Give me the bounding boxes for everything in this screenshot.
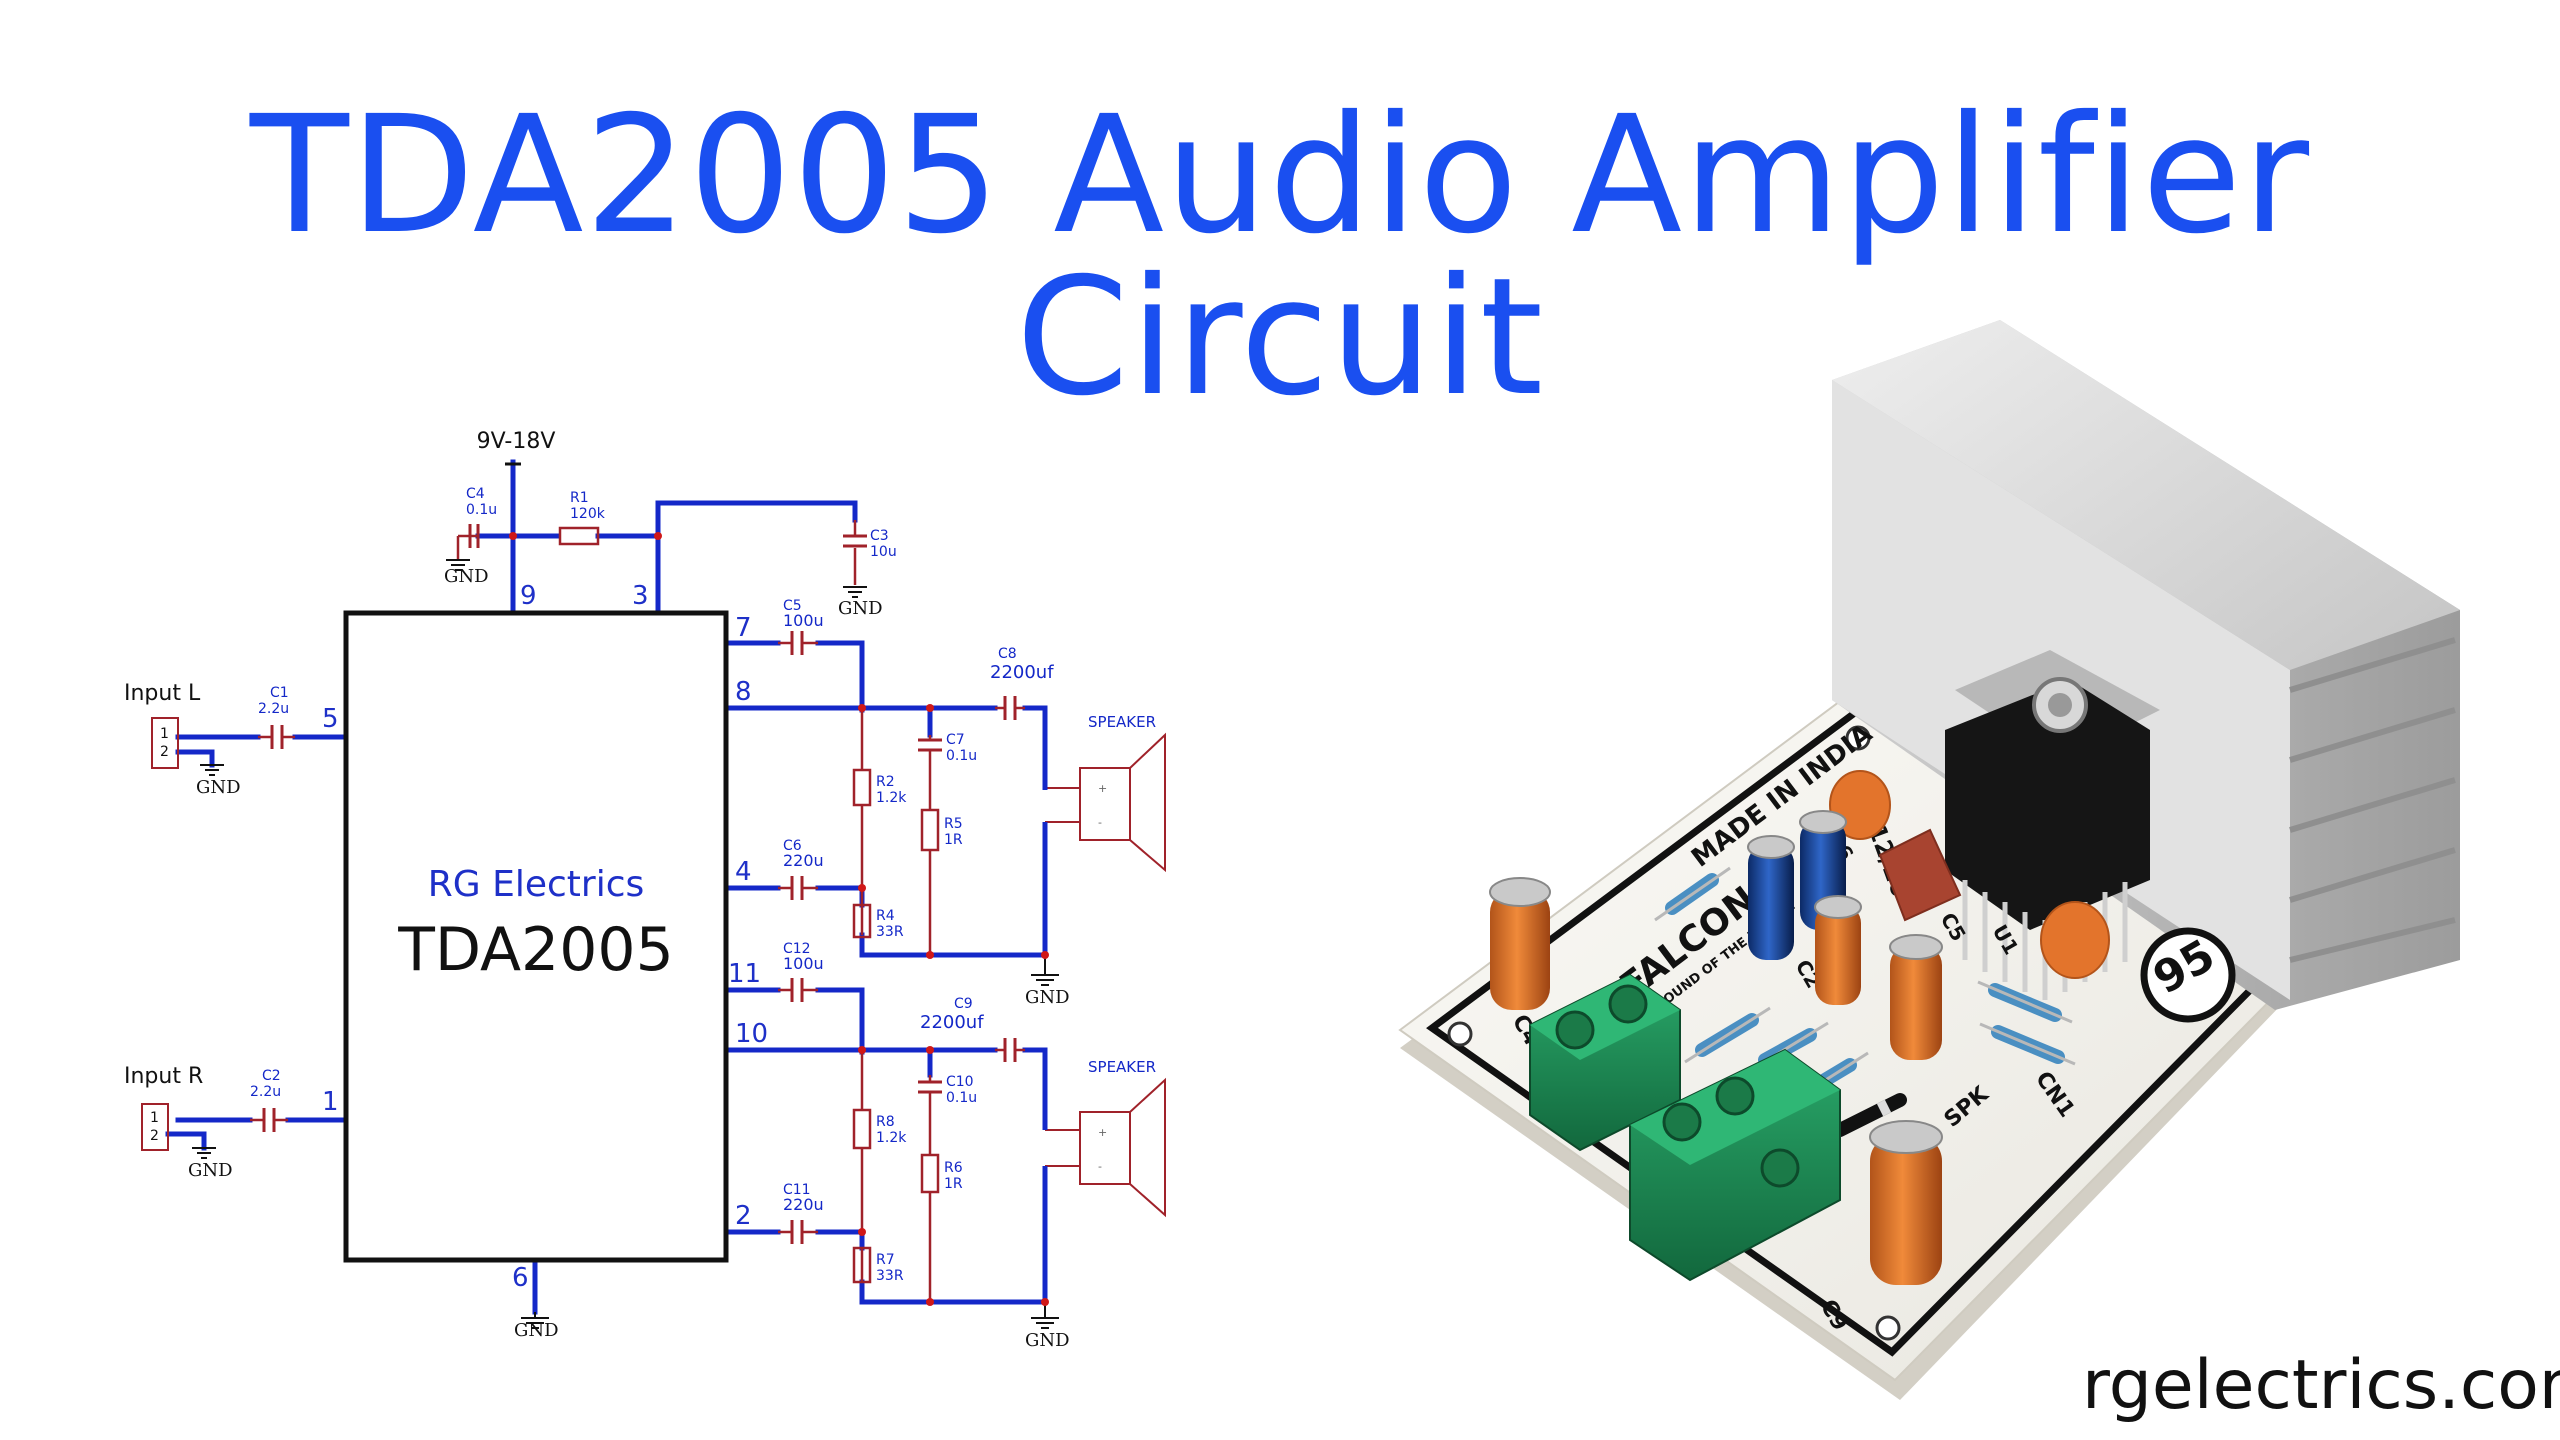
c9-ref: C9	[954, 996, 973, 1012]
r8	[852, 1108, 872, 1150]
pin-6: 6	[512, 1263, 529, 1293]
ic-name: TDA2005	[397, 915, 674, 985]
c10-value: 0.1u	[946, 1090, 977, 1106]
input-l-pin2: 2	[160, 744, 169, 760]
c3-ref: C3	[870, 528, 889, 544]
pin-5: 5	[322, 704, 339, 734]
r1-ref: R1	[570, 490, 589, 506]
ceramic-cap-2	[2040, 901, 2110, 979]
schematic-diagram: RG Electrics TDA2005 9 3 7 8 4 11 10 2 5…	[124, 429, 1166, 1351]
c5-ref: C5	[783, 598, 802, 614]
speaker-top	[1045, 732, 1166, 873]
c3-value: 10u	[870, 544, 897, 560]
speaker-bottom-label: SPEAKER	[1088, 1058, 1156, 1076]
c12-value: 100u	[783, 954, 824, 973]
gnd-top-speaker: GND	[1025, 987, 1070, 1008]
speaker-bottom-plus: +	[1098, 1126, 1107, 1139]
r6-ref: R6	[944, 1160, 963, 1176]
c10-ref: C10	[946, 1074, 974, 1090]
ic-brand: RG Electrics	[428, 864, 645, 905]
pin-10: 10	[735, 1019, 768, 1049]
r2-ref: R2	[876, 774, 895, 790]
page-title: TDA2005 Audio Amplifier Circuit	[249, 82, 2311, 432]
gnd-input-l: GND	[196, 777, 241, 798]
speaker-top-plus: +	[1098, 782, 1107, 795]
r5	[920, 808, 940, 852]
input-r-pin2: 2	[150, 1128, 159, 1144]
r1	[558, 526, 600, 546]
c1-value: 2.2u	[258, 701, 289, 717]
pin-2: 2	[735, 1201, 752, 1231]
pin-8: 8	[735, 677, 752, 707]
input-r-label: Input R	[124, 1064, 203, 1089]
r2	[852, 768, 872, 807]
gnd-pin6: GND	[514, 1320, 559, 1341]
r7	[852, 1246, 872, 1284]
c2-value: 2.2u	[250, 1084, 281, 1100]
c11-value: 220u	[783, 1195, 824, 1214]
r6-value: 1R	[944, 1176, 963, 1192]
pin-11: 11	[728, 959, 761, 989]
c7-ref: C7	[946, 732, 965, 748]
speaker-top-label: SPEAKER	[1088, 713, 1156, 731]
gnd-input-r: GND	[188, 1160, 233, 1181]
r5-value: 1R	[944, 832, 963, 848]
diode	[1833, 1093, 1907, 1137]
c4-value: 0.1u	[466, 502, 497, 518]
r7-value: 33R	[876, 1268, 904, 1284]
c5-value: 100u	[783, 611, 824, 630]
input-r-connector	[141, 1103, 169, 1151]
r4	[852, 903, 872, 939]
gnd-c3	[843, 586, 867, 598]
gnd-bottom-speaker: GND	[1025, 1330, 1070, 1351]
pin-4: 4	[735, 857, 752, 887]
c11-ref: C11	[783, 1182, 811, 1198]
c12-ref: C12	[783, 941, 811, 957]
c1-ref: C1	[270, 685, 289, 701]
c7-value: 0.1u	[946, 748, 977, 764]
pin-1: 1	[322, 1087, 339, 1117]
terminal-block-input	[1529, 973, 1681, 1152]
gnd-c4-label: GND	[444, 566, 489, 587]
r5-ref: R5	[944, 816, 963, 832]
badge-95: 95	[2140, 927, 2236, 1023]
input-l-label: Input L	[124, 681, 201, 706]
c8-value: 2200uf	[990, 662, 1054, 683]
electrolytic-caps	[1489, 810, 1943, 1285]
r4-value: 33R	[876, 924, 904, 940]
terminal-block-output	[1629, 1048, 1841, 1282]
gnd-c4	[446, 559, 470, 571]
c6-value: 220u	[783, 851, 824, 870]
c8-ref: C8	[998, 646, 1017, 662]
input-l-pin1: 1	[160, 726, 169, 742]
r8-value: 1.2k	[876, 1130, 907, 1146]
speaker-bottom	[1045, 1077, 1166, 1218]
c6-ref: C6	[783, 838, 802, 854]
pin-3: 3	[632, 581, 649, 611]
r7-ref: R7	[876, 1252, 895, 1268]
website-footer: rgelectrics.com	[2082, 1346, 2560, 1425]
c2-ref: C2	[262, 1068, 281, 1084]
pin-9: 9	[520, 581, 537, 611]
r4-ref: R4	[876, 908, 895, 924]
supply-label: 9V-18V	[477, 429, 556, 454]
c4-ref: C4	[466, 486, 485, 502]
speaker-top-minus: -	[1098, 816, 1102, 829]
pin-7: 7	[735, 613, 752, 643]
c9-value: 2200uf	[920, 1012, 984, 1033]
tda2005-chip-icon	[1945, 650, 2160, 1000]
speaker-bottom-minus: -	[1098, 1160, 1102, 1173]
r8-ref: R8	[876, 1114, 895, 1130]
input-l-connector	[151, 717, 179, 769]
film-cap	[1878, 828, 1962, 922]
ic-body	[343, 610, 729, 1263]
gnd-c3-label: GND	[838, 598, 883, 619]
r1-value: 120k	[570, 506, 606, 522]
input-r-pin1: 1	[150, 1110, 159, 1126]
r6	[920, 1153, 940, 1194]
r2-value: 1.2k	[876, 790, 907, 806]
